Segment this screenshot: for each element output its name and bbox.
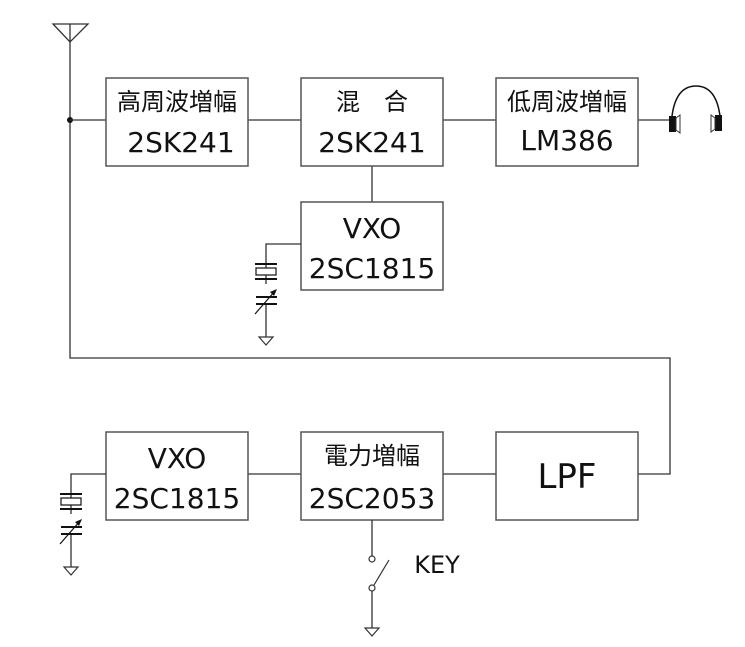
block-power-amp: 電力増幅 2SC2053 bbox=[300, 431, 444, 521]
ground-icon bbox=[257, 336, 275, 346]
block-af-amp: 低周波増幅 LM386 bbox=[495, 77, 639, 167]
antenna-wire bbox=[69, 24, 671, 475]
wire-vxo-rx-crystal bbox=[265, 243, 301, 344]
block-rf-amp-title: 高周波増幅 bbox=[117, 88, 237, 116]
ground-icon bbox=[363, 627, 381, 637]
block-vxo-tx-part: 2SC1815 bbox=[114, 482, 240, 515]
block-mixer: 混 合 2SK241 bbox=[300, 77, 444, 167]
crystal-icon bbox=[255, 263, 277, 280]
block-power-amp-part: 2SC2053 bbox=[309, 482, 435, 515]
key-switch-icon[interactable] bbox=[368, 555, 390, 592]
block-mixer-part: 2SK241 bbox=[318, 126, 425, 159]
crystal-icon bbox=[60, 493, 82, 510]
wire-vxo-tx-crystal bbox=[70, 473, 106, 574]
block-vxo-rx-part: 2SC1815 bbox=[309, 252, 435, 285]
block-rf-amp: 高周波増幅 2SK241 bbox=[105, 77, 249, 167]
block-mixer-title: 混 合 bbox=[336, 88, 408, 116]
block-vxo-rx: VXO 2SC1815 bbox=[300, 201, 444, 291]
variable-capacitor-icon bbox=[59, 514, 82, 545]
block-power-amp-title: 電力増幅 bbox=[324, 442, 420, 470]
ground-icon bbox=[62, 566, 80, 576]
block-vxo-tx: VXO 2SC1815 bbox=[105, 431, 249, 521]
block-lpf: LPF bbox=[495, 431, 639, 521]
block-rf-amp-part: 2SK241 bbox=[127, 126, 234, 159]
block-vxo-tx-title: VXO bbox=[148, 442, 207, 475]
block-lpf-title: LPF bbox=[537, 457, 596, 497]
variable-capacitor-icon bbox=[254, 284, 277, 315]
key-label: KEY bbox=[414, 551, 460, 579]
headphones-icon bbox=[669, 85, 722, 134]
block-af-amp-title: 低周波増幅 bbox=[507, 88, 627, 116]
block-af-amp-part: LM386 bbox=[520, 124, 613, 157]
block-vxo-rx-title: VXO bbox=[343, 212, 402, 245]
